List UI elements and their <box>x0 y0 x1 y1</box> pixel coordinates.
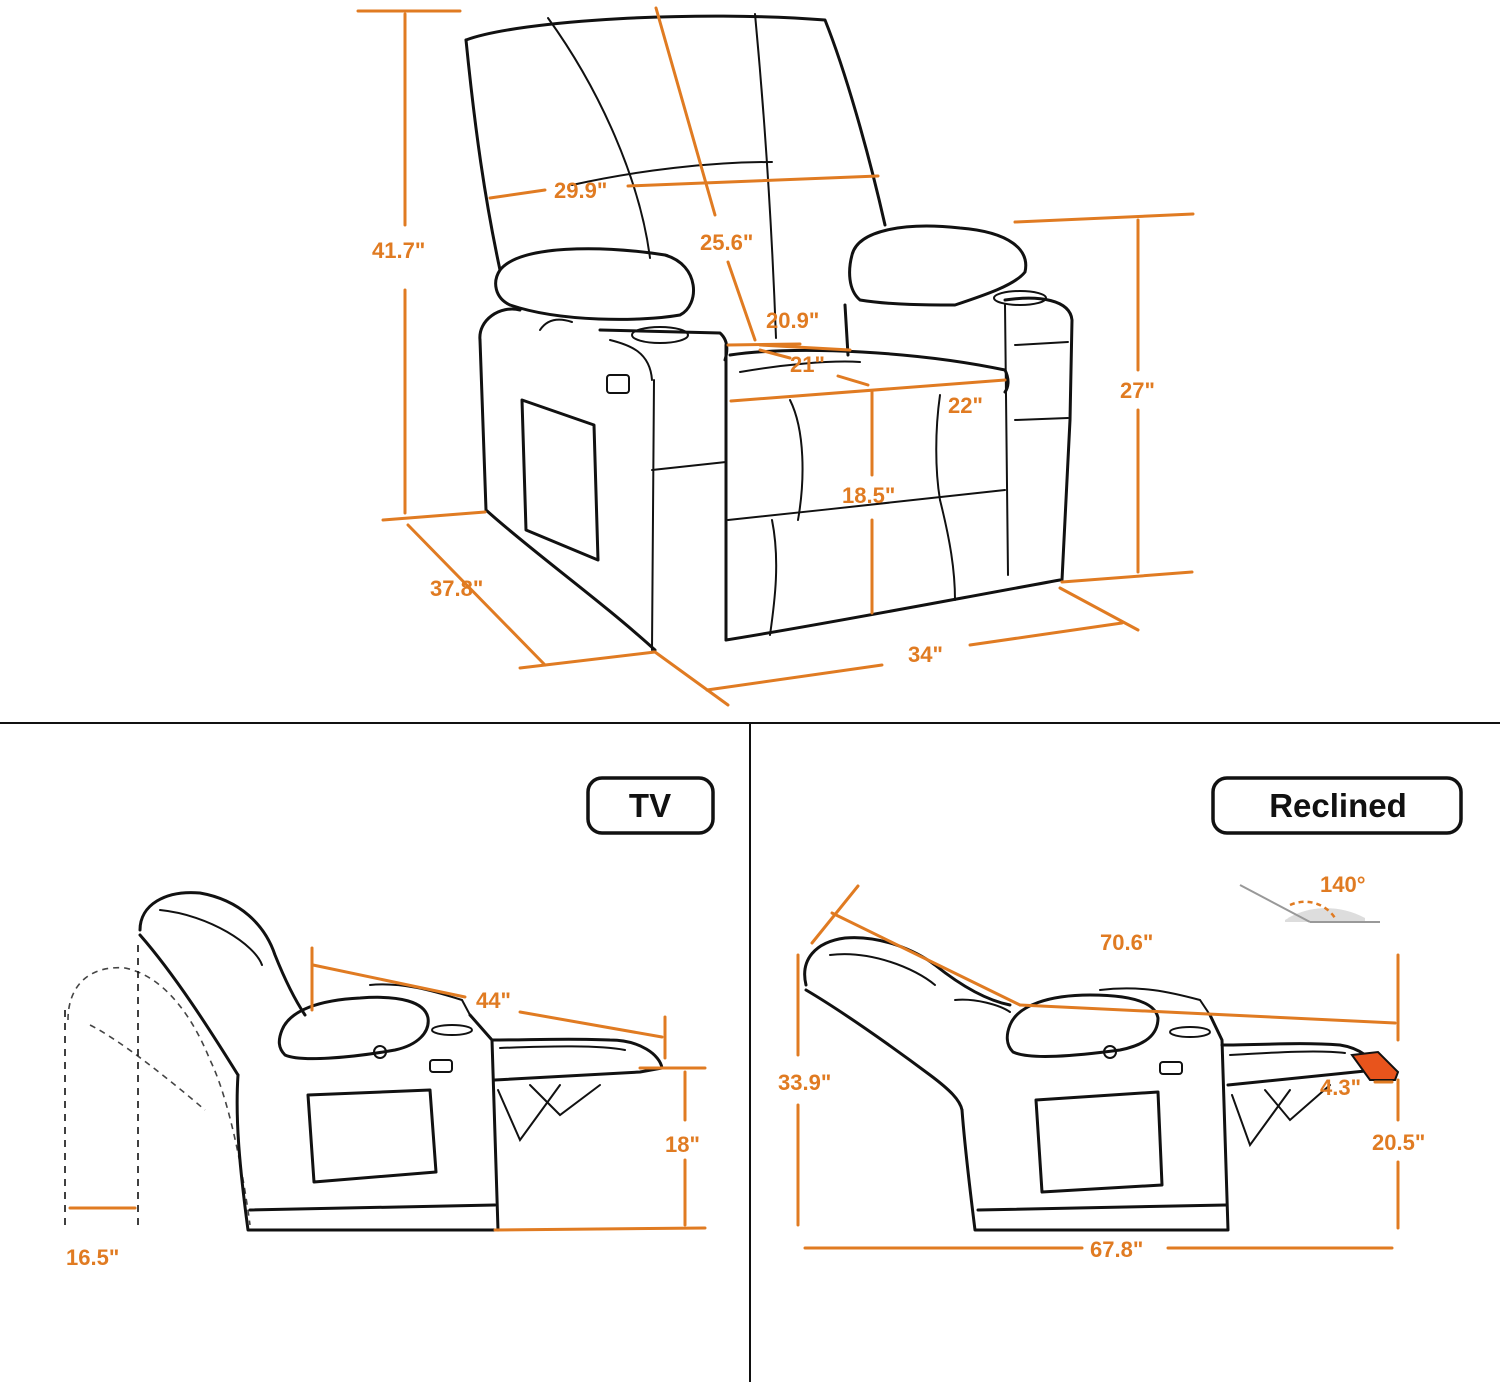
front-seat-depth-label: 20.9" <box>766 308 819 333</box>
footrest-highlight <box>1350 1050 1400 1081</box>
front-depth-label: 37.8" <box>430 576 483 601</box>
front-overall-height-label: 41.7" <box>372 238 425 263</box>
reclined-footrest-height-label: 20.5" <box>1372 1130 1425 1155</box>
reclined-label-text: Reclined <box>1269 787 1407 824</box>
tv-dimension-lines <box>68 946 707 1232</box>
reclined-chair-drawing <box>803 936 1400 1232</box>
reclined-footrest-tilt-label: 4.3" <box>1320 1075 1361 1100</box>
front-seat-width-label: 22" <box>948 393 983 418</box>
tv-footrest-height-label: 18" <box>665 1132 700 1157</box>
front-dimension-lines <box>356 6 1195 707</box>
tv-label-text: TV <box>629 787 671 824</box>
reclined-label-tag: Reclined <box>1211 776 1463 835</box>
reclined-dimension-lines <box>796 884 1400 1250</box>
front-width-label: 34" <box>908 642 943 667</box>
tv-chair-drawing <box>64 891 664 1232</box>
front-seat-height-label: 18.5" <box>842 483 895 508</box>
front-chair-drawing <box>464 13 1074 652</box>
front-inner-width-label: 21" <box>790 352 825 377</box>
tv-label-tag: TV <box>586 776 715 835</box>
reclined-diagonal-label: 70.6" <box>1100 930 1153 955</box>
front-back-height-label: 25.6" <box>700 230 753 255</box>
reclined-length-label: 67.8" <box>1090 1237 1143 1262</box>
front-arm-height-label: 27" <box>1120 378 1155 403</box>
recline-angle-icon <box>1239 884 1380 923</box>
reclined-height-label: 33.9" <box>778 1070 831 1095</box>
front-back-width-label: 29.9" <box>554 178 607 203</box>
tv-wall-clearance-label: 16.5" <box>66 1245 119 1270</box>
tv-length-label: 44" <box>476 988 511 1013</box>
reclined-angle-label: 140° <box>1320 872 1366 897</box>
